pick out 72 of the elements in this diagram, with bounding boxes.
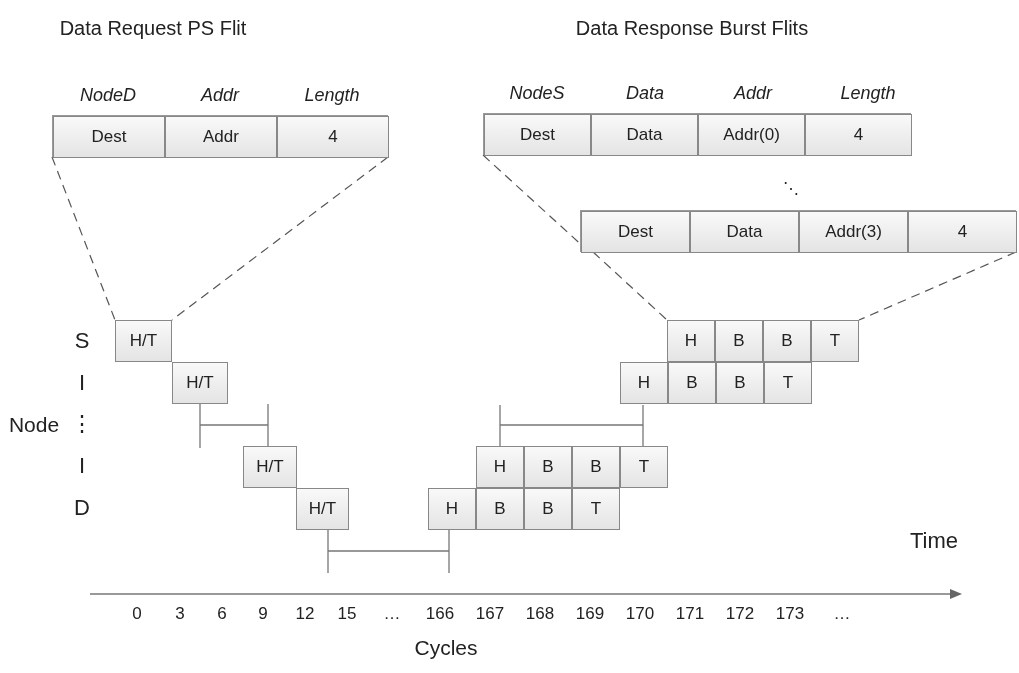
tick-label: 166 [425,604,455,624]
row-label: D [74,495,90,521]
field-cell: 4 [908,211,1017,253]
tick-label: 173 [775,604,805,624]
tick-label: … [833,604,851,624]
field-cell: Addr(3) [799,211,908,253]
flit-cell: B [763,320,811,362]
flit-cell: B [524,446,572,488]
field-cell: Dest [484,114,591,156]
axis-title: Time [909,528,959,554]
field-name: Length [840,82,896,104]
field-name: Addr [201,84,239,106]
row-label: I [78,453,86,479]
row-label: S [74,328,90,354]
field-cell: 4 [805,114,912,156]
flit-cell: B [715,320,763,362]
section-title: Data Response Burst Flits [575,16,809,40]
field-cell: Addr(0) [698,114,805,156]
flit-record [580,210,1016,252]
ellipsis-mark: ⋮ [71,411,93,437]
tick-label: 6 [217,604,227,624]
flit-cell: T [620,446,668,488]
field-cell: Addr [165,116,277,158]
zoom-line [51,156,116,321]
flit-cell: H/T [243,446,297,488]
flit-record [483,113,911,155]
flit-cell: T [764,362,812,404]
field-cell: Dest [53,116,165,158]
tick-label: 9 [258,604,268,624]
axis-title: Node [8,413,60,437]
tick-label: 171 [675,604,705,624]
flit-cell: H [476,446,524,488]
tick-label: 168 [525,604,555,624]
tick-label: 0 [132,604,142,624]
flit-record [52,115,388,157]
tick-label: 167 [475,604,505,624]
field-name: Data [626,82,664,104]
flit-cell: H/T [296,488,349,530]
flit-cell: H [620,362,668,404]
field-cell: 4 [277,116,389,158]
field-name: NodeD [80,84,136,106]
axis-title: Cycles [414,636,478,660]
tick-label: 169 [575,604,605,624]
flit-cell: H/T [172,362,228,404]
flit-cell: B [572,446,620,488]
zoom-line [592,251,668,321]
flit-cell: B [524,488,572,530]
tick-label: 3 [175,604,185,624]
field-name: Length [304,84,360,106]
tick-label: 170 [625,604,655,624]
flit-cell: B [476,488,524,530]
flit-cell: H [667,320,715,362]
field-cell: Data [591,114,698,156]
flit-cell: B [716,362,764,404]
tick-label: 172 [725,604,755,624]
tick-label: … [383,604,401,624]
flit-cell: H/T [115,320,172,362]
zoom-line [482,154,581,245]
field-cell: Dest [581,211,690,253]
field-name: NodeS [509,82,565,104]
zoom-line [858,251,1017,321]
tick-label: 12 [295,604,315,624]
field-cell: Data [690,211,799,253]
row-label: I [78,370,86,396]
field-name: Addr [734,82,772,104]
tick-label: 15 [337,604,357,624]
ellipsis-mark: ⋱ [783,178,799,198]
section-title: Data Request PS Flit [59,16,247,40]
flit-cell: T [811,320,859,362]
flit-cell: B [668,362,716,404]
flit-cell: T [572,488,620,530]
flit-cell: H [428,488,476,530]
